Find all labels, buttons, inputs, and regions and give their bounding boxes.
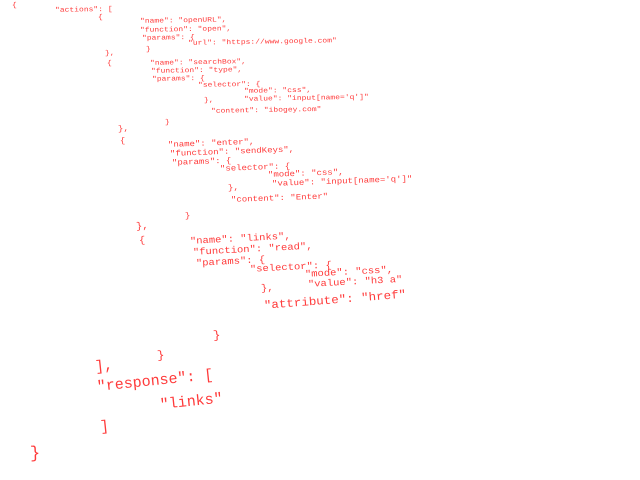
code-line: "attribute": "href": [263, 288, 407, 313]
code-line: "links": [159, 390, 224, 414]
code-line: "params": {: [141, 33, 195, 43]
code-line: "url": "https://www.google.com": [187, 37, 337, 48]
code-line: {: [106, 59, 112, 68]
code-line: },: [260, 282, 274, 295]
code-line: }: [29, 444, 41, 464]
code-line: },: [135, 220, 149, 233]
code-line: }: [156, 349, 165, 363]
code-line: "content": "Enter": [230, 192, 329, 205]
code-line: "params": {: [151, 74, 205, 84]
code-line: }: [145, 45, 151, 54]
code-line: },: [227, 183, 239, 193]
code-line: {: [97, 13, 103, 22]
code-line: {: [138, 235, 146, 247]
code-line: }: [164, 118, 170, 127]
code-line: },: [117, 124, 129, 134]
code-line: "value": "input[name='q']": [243, 93, 369, 104]
code-line: ],: [94, 357, 114, 376]
code-line: ]: [99, 418, 110, 436]
code-line: {: [119, 136, 126, 146]
code-line: }: [212, 329, 221, 343]
code-line: "response": [: [96, 366, 215, 396]
code-line: }: [184, 211, 191, 221]
code-line: {: [11, 1, 17, 10]
code-line: "name": "openURL",: [139, 16, 227, 26]
code-line: "content": "ibogey.com": [210, 105, 322, 116]
code-line: },: [203, 96, 214, 105]
code-line: "actions": [: [54, 5, 113, 15]
code-line: "function": "sendKeys",: [169, 145, 295, 159]
code-line: },: [104, 49, 115, 58]
